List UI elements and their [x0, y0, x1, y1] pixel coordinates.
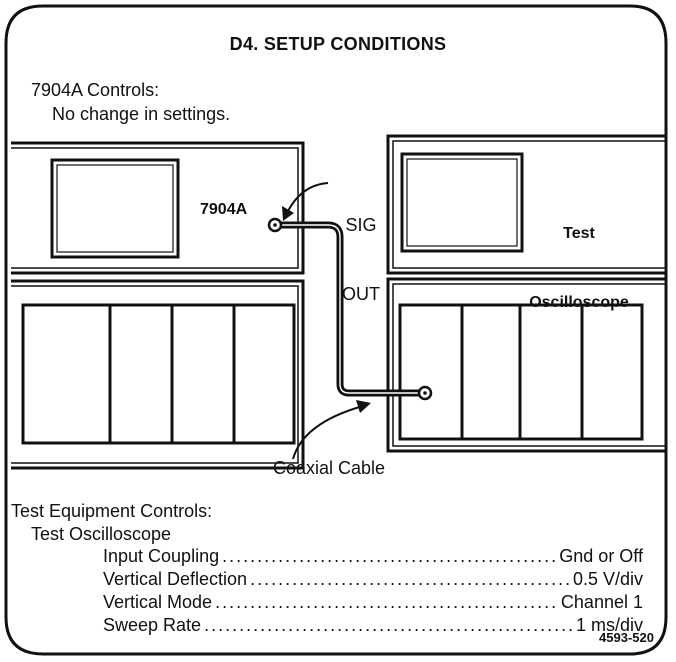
setting-value: 1 ms/div [575, 615, 643, 635]
setting-value: Gnd or Off [559, 546, 643, 566]
setting-name: Vertical Mode [103, 592, 213, 612]
test-oscilloscope-display-panel [386, 134, 666, 275]
sig-out-label-line1: SIG [345, 215, 377, 235]
mainframe-7904a-plugin-panel [11, 279, 305, 470]
test-oscilloscope-label-line1: Test [563, 225, 595, 242]
equipment-subheading: Test Oscilloscope [31, 524, 172, 544]
test-oscilloscope-label: Test Oscilloscope [510, 176, 648, 337]
setting-value: Channel 1 [560, 592, 643, 612]
setup-diagram-frame [4, 4, 668, 656]
leader-dots: ........................................… [250, 569, 570, 589]
coaxial-cable-label: Coaxial Cable [273, 458, 386, 478]
leader-dots: ........................................… [222, 546, 556, 566]
test-oscilloscope-label-line2: Oscilloscope [529, 294, 629, 311]
mainframe-label: 7904A [200, 201, 248, 218]
figure-number: 4593-520 [599, 630, 654, 645]
test-oscilloscope-plugin-panel [386, 277, 666, 453]
sig-out-label-line2: OUT [342, 284, 380, 304]
setting-name: Sweep Rate [103, 615, 202, 635]
page-title: D4. SETUP CONDITIONS [229, 34, 447, 54]
setting-row: Sweep Rate .............................… [103, 615, 643, 636]
setting-row: Vertical Deflection ....................… [103, 569, 643, 590]
leader-dots: ........................................… [204, 615, 573, 635]
setting-value: 0.5 V/div [572, 569, 643, 589]
leader-dots: ........................................… [215, 592, 558, 612]
sig-out-label: SIG OUT [338, 168, 384, 329]
mainframe-7904a-display-panel [11, 141, 305, 275]
sig-out-arrow [282, 182, 329, 221]
setting-name: Vertical Deflection [103, 569, 248, 589]
controls-heading: 7904A Controls: [31, 80, 160, 100]
setting-row: Input Coupling .........................… [103, 546, 643, 567]
equipment-heading: Test Equipment Controls: [11, 501, 213, 521]
coaxial-cable-arrow [292, 400, 371, 460]
setting-name: Input Coupling [103, 546, 220, 566]
controls-note: No change in settings. [52, 104, 231, 124]
setting-row: Vertical Mode ..........................… [103, 592, 643, 613]
